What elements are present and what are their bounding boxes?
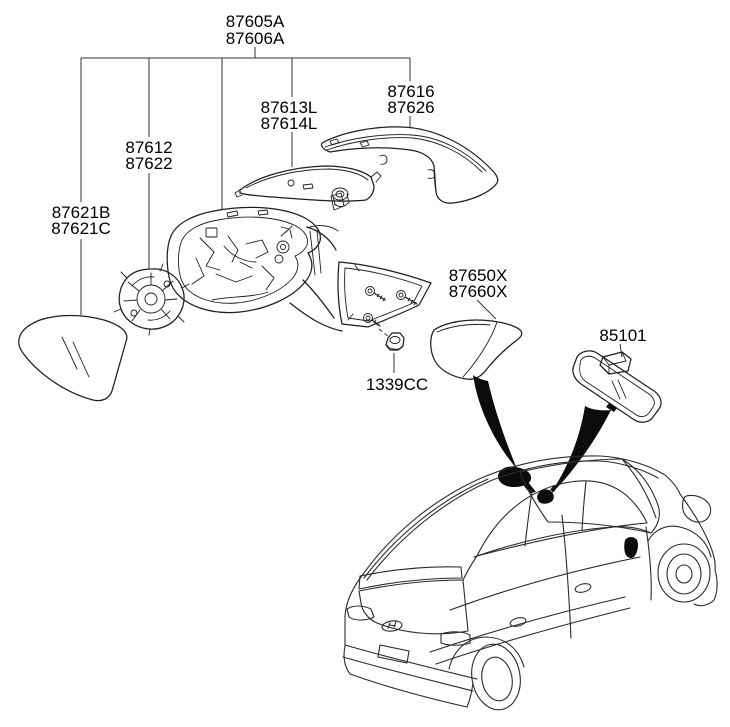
blanking-cover-drawing	[430, 319, 523, 380]
label-bracket-cover-line2: 87614L	[261, 114, 318, 133]
label-mirror-assembly-line2: 87606A	[226, 29, 285, 48]
outer-cover-drawing	[320, 126, 499, 204]
housing-assembly-drawing	[166, 192, 432, 332]
label-actuator-line1: 87612	[125, 138, 172, 157]
label-outer-cover-line1: 87616	[387, 82, 434, 101]
label-inside-mirror: 85101	[599, 326, 646, 345]
part-labels: 87605A 87606A 87613L 87614L 87616 87626 …	[51, 12, 646, 394]
mirror-glass-drawing	[18, 314, 128, 402]
pointer-arrows	[473, 375, 611, 496]
nut-drawing	[385, 332, 405, 351]
label-blanking-cover-line1: 87650X	[449, 266, 508, 285]
label-actuator-line2: 87622	[125, 154, 172, 173]
label-outer-cover-line2: 87626	[387, 98, 434, 117]
mirror-location-glyphs	[498, 466, 638, 558]
label-glass-line1: 87621B	[52, 203, 111, 222]
car-drawing	[342, 455, 718, 711]
garnish-drawing	[234, 165, 382, 207]
leader-lines	[80, 47, 623, 373]
inside-mirror-drawing	[572, 350, 662, 423]
label-nut: 1339CC	[366, 375, 428, 394]
label-bracket-cover-line1: 87613L	[261, 98, 318, 117]
label-blanking-cover-line2: 87660X	[449, 282, 508, 301]
label-glass-line2: 87621C	[51, 219, 111, 238]
label-mirror-assembly-line1: 87605A	[226, 12, 285, 31]
actuator-drawing	[113, 263, 190, 336]
stud-bolts	[363, 286, 418, 327]
mounting-bracket-drawing	[337, 261, 432, 328]
